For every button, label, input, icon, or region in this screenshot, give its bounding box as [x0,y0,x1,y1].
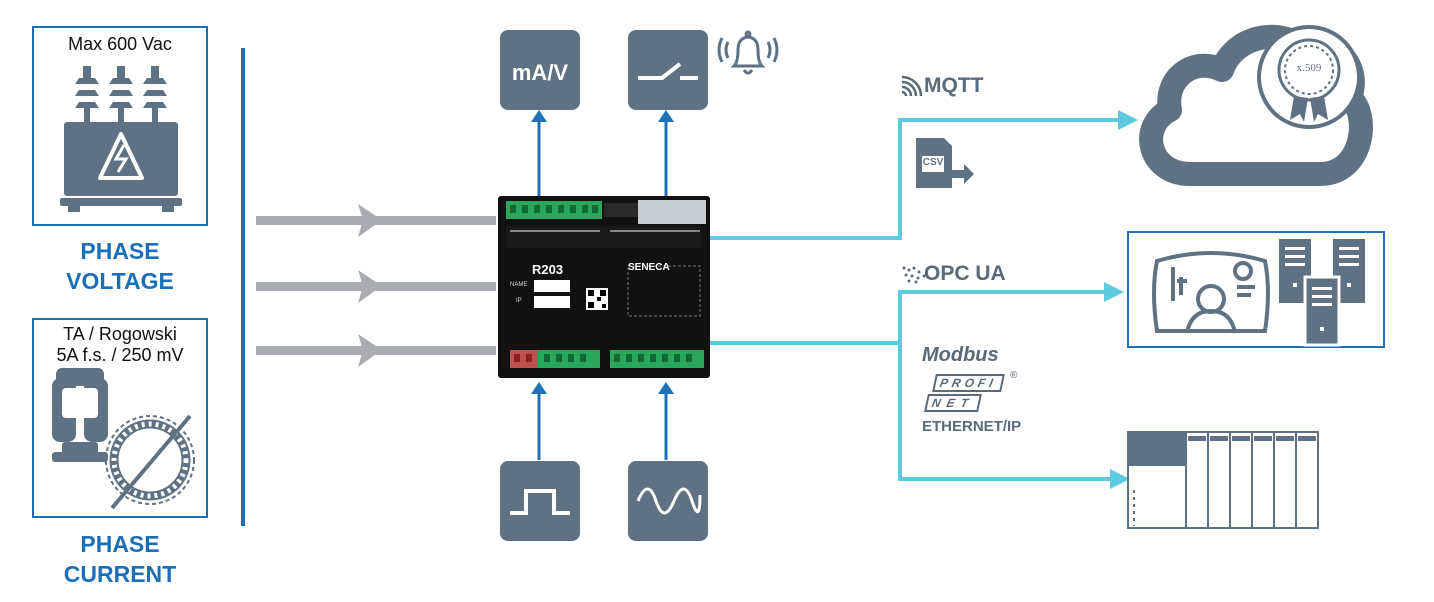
analog-output-label: mA/V [511,60,569,85]
net-label: NET [924,394,982,412]
device-brand: SENECA [628,262,670,273]
opcua-dots-icon [902,266,926,284]
certificate-label: x.509 [1296,62,1322,74]
device-model: R203 [532,262,564,277]
cloud-icon [1139,24,1373,186]
device-name-label: NAME [510,282,528,288]
caption-line: PHASE [80,238,160,264]
mqtt-signal-icon [901,75,923,97]
switch-contact-icon [638,62,698,80]
csv-file-icon: CSV [912,136,976,192]
sine-wave-icon [636,487,702,515]
current-sensor-line2: 5A f.s. / 250 mV [56,345,184,365]
profinet-logo: PROFI NET ® [922,370,1022,412]
ethernet-ip-label: ETHERNET/IP [922,418,1022,435]
current-transformer-icon [52,368,108,462]
digital-output-tile [628,30,708,110]
analog-input-tile [628,461,708,541]
device-ip-label: IP [516,298,522,304]
registered-mark-icon: ® [1010,370,1018,381]
input-arrow-2 [256,270,496,303]
input-arrow-3 [256,334,496,367]
modbus-label: Modbus [922,344,999,366]
mqtt-label: MQTT [924,74,984,97]
scada-servers-box [1127,231,1385,348]
digital-input-tile [500,461,580,541]
plc-rack-icon [1127,431,1319,529]
certificate-badge-icon [1257,25,1361,129]
caption-line: PHASE [80,531,160,557]
profi-label: PROFI [932,374,1005,392]
phase-voltage-caption: PHASE VOLTAGE [20,236,220,296]
device-terminals [506,200,706,368]
phase-current-caption: PHASE CURRENT [20,529,220,589]
caption-line: CURRENT [63,561,177,587]
alarm-bell-icon [717,30,779,75]
divider-line [241,48,245,526]
csv-label: CSV [922,157,944,168]
caption-line: VOLTAGE [66,268,174,294]
phase-voltage-box: Max 600 Vac [32,26,208,226]
square-pulse-icon [510,489,570,515]
servers-icon [1279,239,1365,347]
operator-workstation-icon [1152,251,1270,334]
r203-device: R203 SENECA NAME IP [498,196,710,378]
phase-current-box: TA / Rogowski 5A f.s. / 250 mV [32,318,208,518]
input-arrow-1 [256,204,496,237]
transformer-icon [60,66,182,212]
rogowski-coil-icon [105,414,195,510]
opcua-label: OPC UA [924,262,1006,285]
voltage-rating: Max 600 Vac [68,34,172,54]
current-sensor-line1: TA / Rogowski [63,324,177,344]
analog-output-tile: mA/V [500,30,580,110]
